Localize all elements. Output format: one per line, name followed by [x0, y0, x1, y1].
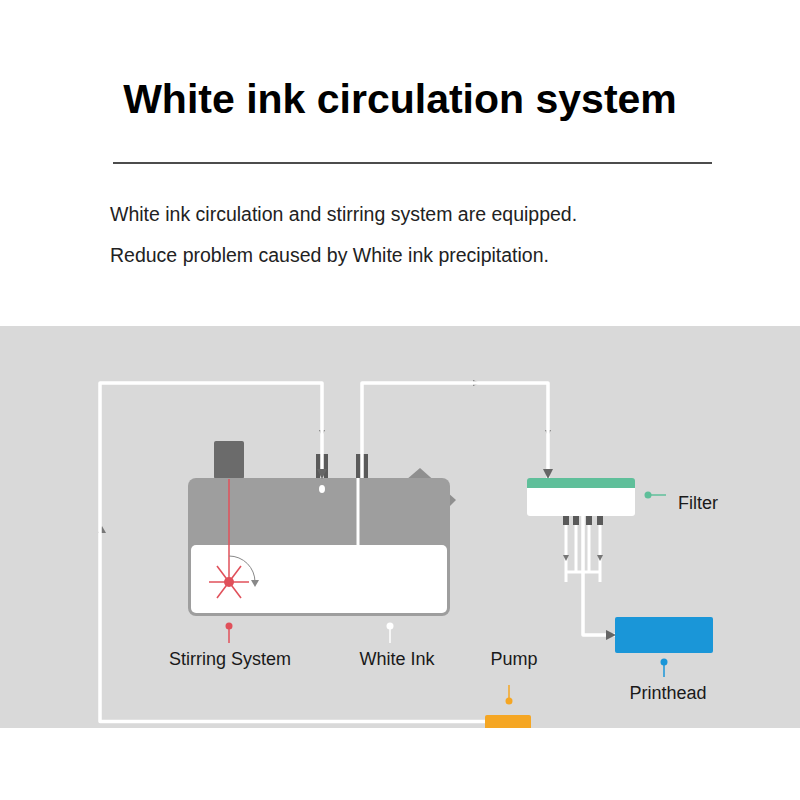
flow-arrows [98, 380, 603, 561]
stirrer-hub [224, 577, 234, 587]
leader-dot [506, 698, 513, 705]
ink-tube [362, 383, 548, 478]
leader-dot [226, 623, 233, 630]
subtitle-note: Reduce problem caused by White ink preci… [110, 244, 549, 267]
suction-tube [357, 478, 360, 545]
rotation-arc [229, 556, 255, 582]
ink-drop [319, 485, 325, 493]
subtitle-note: White ink circulation and stirring syste… [110, 203, 577, 226]
rotation-head [251, 580, 259, 587]
node-label: Pump [490, 649, 537, 670]
leader-dot [661, 659, 668, 666]
ink-tank: Stirring SystemWhite Ink [188, 478, 450, 616]
filter-box: Filter [527, 478, 635, 516]
node-label: Printhead [629, 683, 706, 704]
diagram-title: White ink circulation system [0, 76, 800, 123]
printhead-box: Printhead [615, 617, 713, 653]
leader-dot [387, 623, 394, 630]
node-label: Stirring System [169, 649, 291, 670]
stirrer-blades [209, 566, 249, 598]
node-label: White Ink [359, 649, 434, 670]
node-label: Filter [678, 493, 718, 514]
pump-box: Pump [485, 715, 531, 728]
leader-dot [645, 492, 652, 499]
title-rule [113, 162, 712, 164]
grey-panel [0, 326, 800, 728]
ink-tube [583, 516, 615, 635]
ink-tube [100, 383, 485, 722]
stirrer-motor [214, 441, 244, 479]
stirrer-shaft [228, 479, 230, 582]
tank-body [188, 478, 450, 616]
